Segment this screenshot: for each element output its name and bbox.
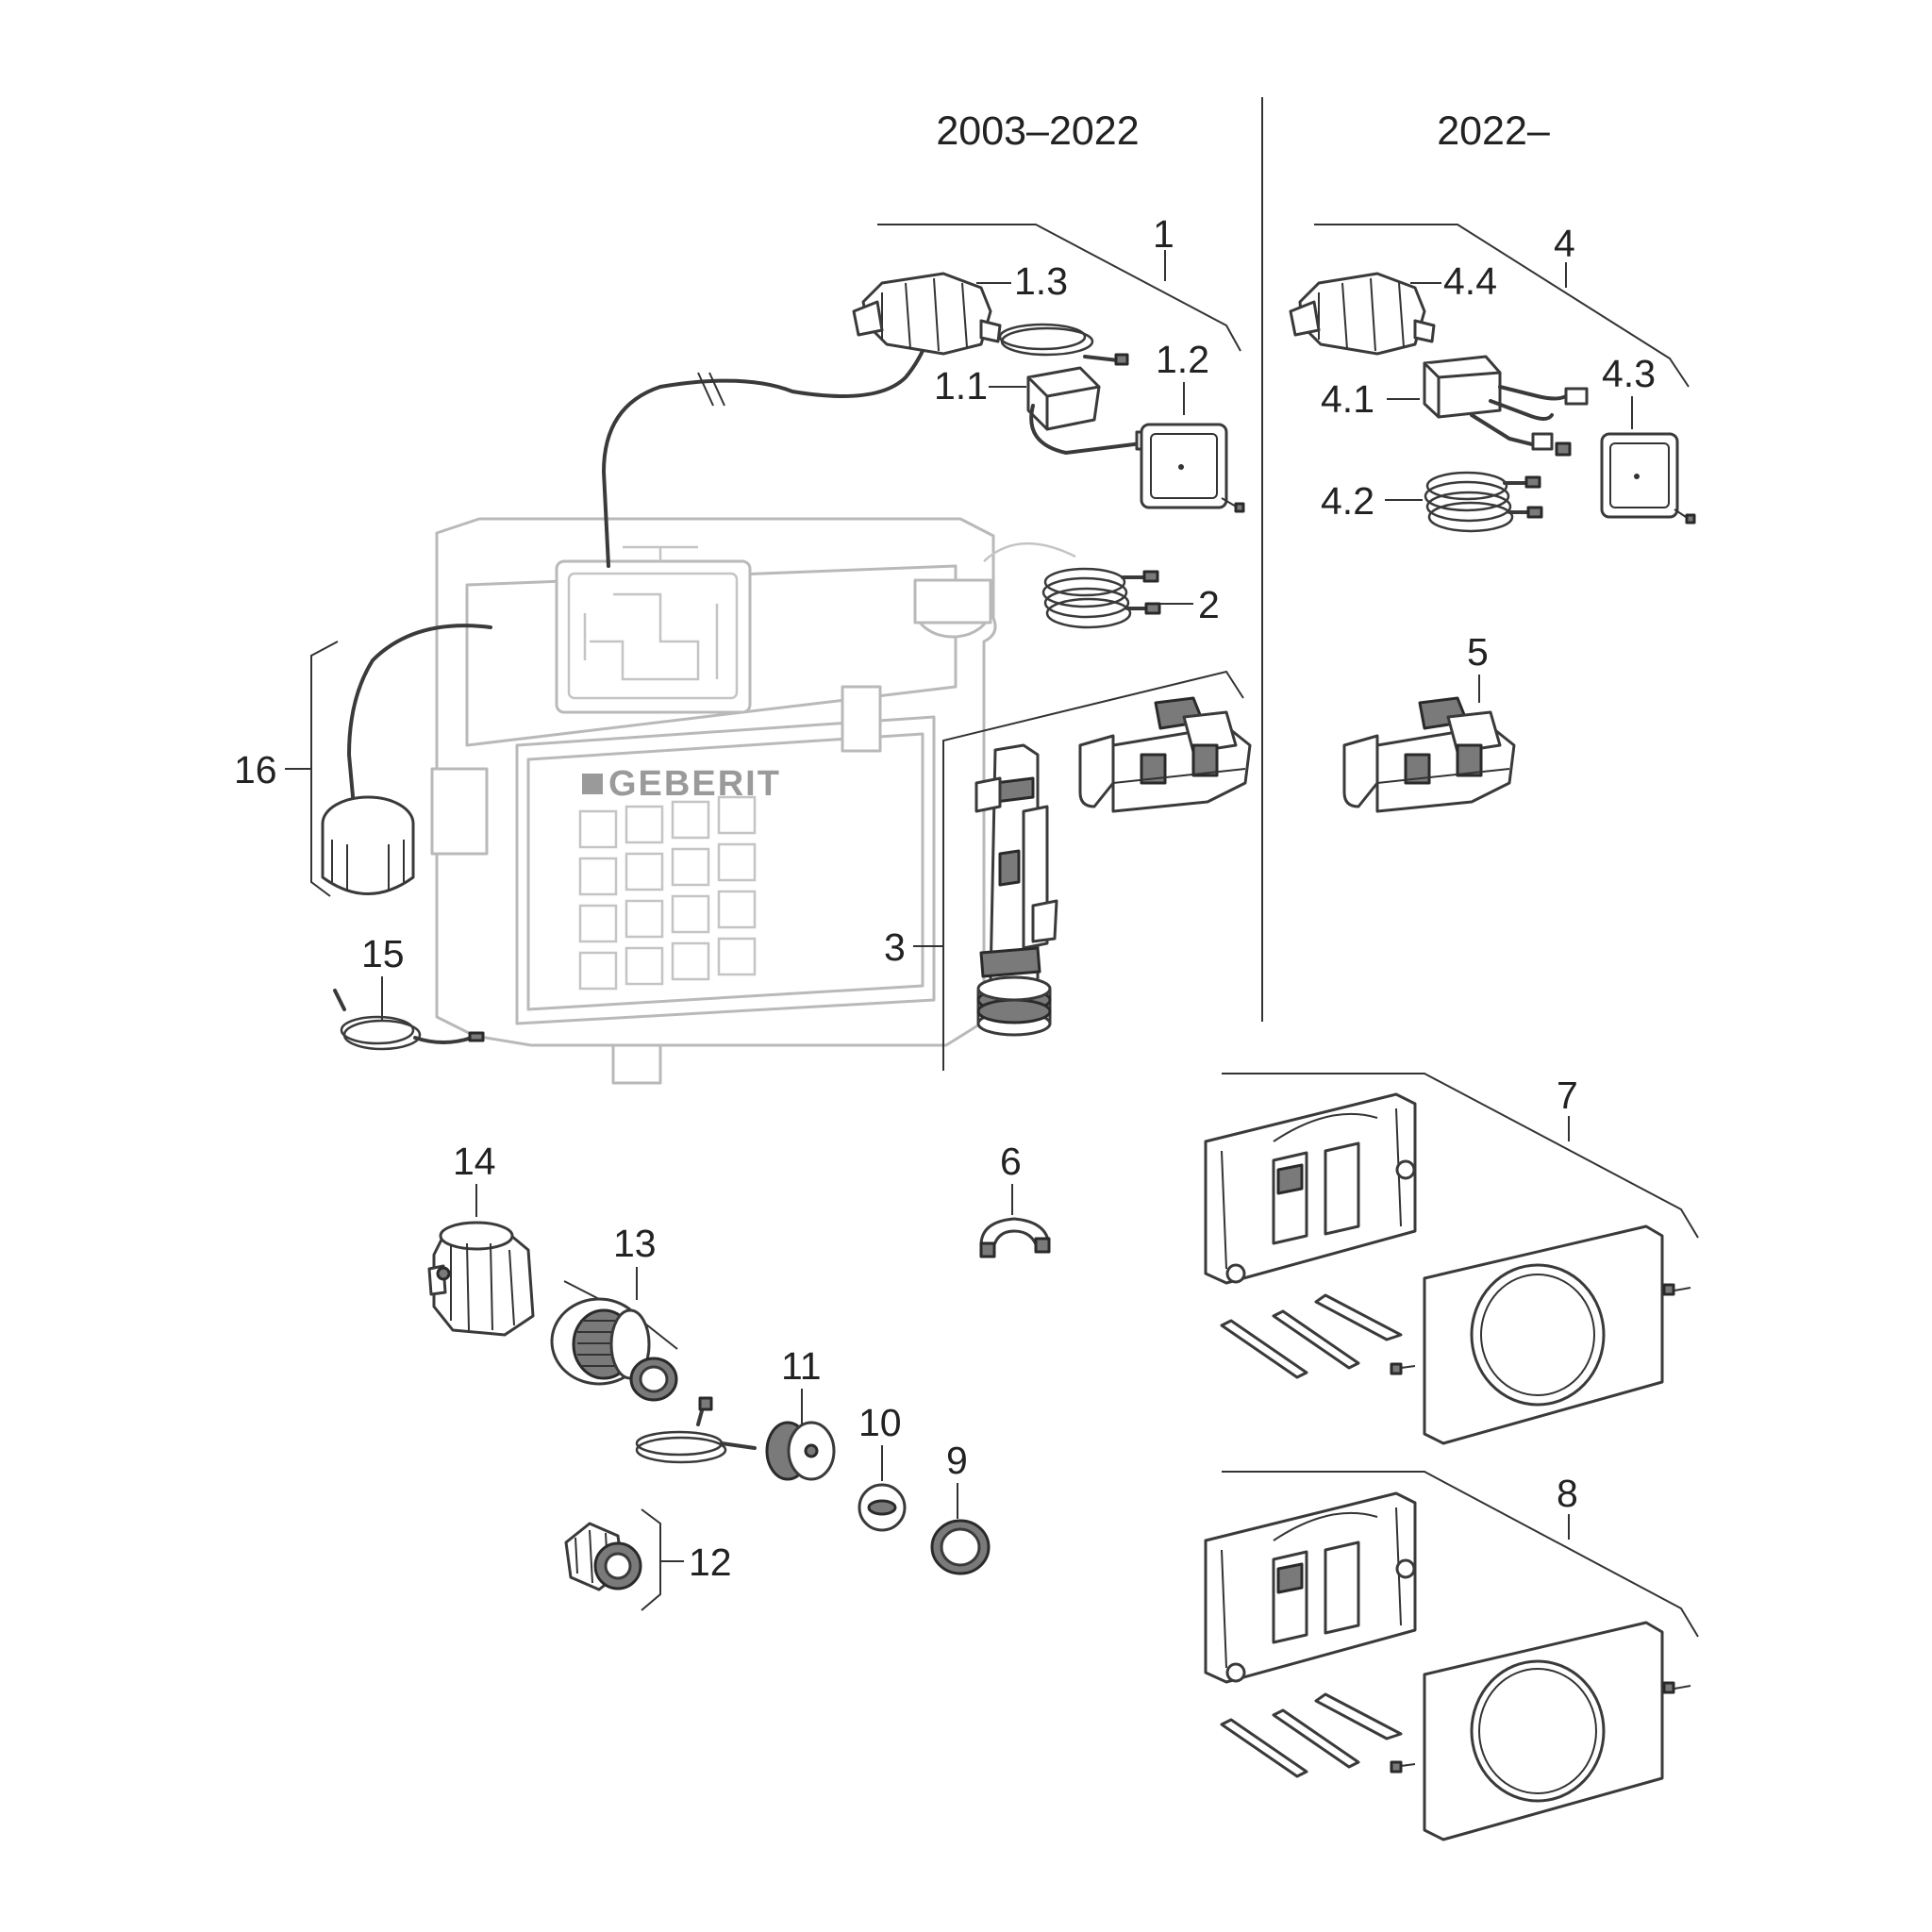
part-11-sensor (635, 1396, 836, 1481)
part-14-mounting-box (427, 1221, 535, 1337)
label-4: 4 (1554, 222, 1575, 265)
bracket-3 (942, 670, 1244, 1071)
part-1-2-cover-plate (1140, 423, 1245, 513)
geberit-logo: GEBERIT (582, 764, 781, 804)
part-1-1-power-supply (998, 323, 1174, 456)
bracket-7 (1222, 1073, 1699, 1239)
part-4-3-cover-plate (1600, 432, 1696, 525)
label-1-3: 1.3 (1014, 259, 1068, 303)
label-13: 13 (613, 1222, 657, 1265)
label-14: 14 (453, 1140, 496, 1183)
part-6-clip (979, 1217, 1051, 1258)
label-12: 12 (689, 1541, 732, 1584)
part-16-junction-box (321, 795, 415, 895)
part-7-cover-plate (1390, 1224, 1691, 1445)
part-10-sensor-window (858, 1483, 907, 1532)
cable-break-mark (697, 372, 725, 407)
bracket-8 (1222, 1471, 1699, 1638)
label-16: 16 (234, 748, 277, 791)
label-2: 2 (1198, 583, 1220, 626)
cistern-grid (578, 795, 757, 991)
cistern-frame: GEBERIT (430, 517, 997, 1085)
part-5-actuator-bracket (1342, 696, 1516, 813)
svg-text:GEBERIT: GEBERIT (608, 764, 781, 804)
cable-16 (346, 624, 492, 808)
part-13-sleeve (550, 1297, 651, 1386)
period-header-right: 2022– (1437, 108, 1550, 154)
part-13-ring (629, 1357, 678, 1402)
label-5: 5 (1467, 630, 1489, 674)
part-2-cable-coil (1041, 567, 1161, 629)
part-7-rods (1220, 1293, 1403, 1379)
label-7: 7 (1557, 1074, 1578, 1117)
part-8-mounting-frame (1204, 1491, 1417, 1684)
part-3-flush-valve (974, 743, 1058, 1037)
label-4-3: 4.3 (1602, 352, 1656, 395)
label-9: 9 (946, 1439, 968, 1482)
label-10: 10 (858, 1401, 902, 1444)
part-8-rods (1220, 1692, 1403, 1778)
part-9-ring (930, 1519, 991, 1575)
label-3: 3 (884, 925, 906, 969)
label-4-2: 4.2 (1321, 479, 1374, 523)
part-4-2-cable-coil (1424, 471, 1543, 533)
label-15: 15 (361, 932, 405, 975)
part-15-cable (333, 989, 485, 1051)
label-4-4: 4.4 (1443, 259, 1497, 303)
part-12-adapter (564, 1522, 642, 1591)
junction-box-gray (913, 578, 992, 639)
bracket-4 (1314, 224, 1690, 388)
bracket-1 (877, 224, 1241, 352)
bracket-12 (641, 1508, 661, 1611)
label-1: 1 (1153, 212, 1174, 256)
label-11: 11 (781, 1344, 822, 1388)
part-4-1-power-supply (1423, 355, 1589, 457)
part-7-mounting-frame (1204, 1092, 1417, 1285)
label-4-1: 4.1 (1321, 377, 1374, 421)
label-1-2: 1.2 (1156, 338, 1209, 381)
label-8: 8 (1557, 1472, 1578, 1515)
cable-to-part-1 (601, 309, 936, 568)
label-6: 6 (1000, 1140, 1022, 1183)
part-8-cover-plate (1390, 1621, 1691, 1841)
part-4-4-mounting-box (1289, 272, 1436, 356)
label-1-1: 1.1 (934, 364, 988, 408)
part-3-actuator-bracket (1078, 696, 1252, 813)
part-1-3-mounting-box (852, 272, 1002, 356)
period-header-left: 2003–2022 (936, 108, 1139, 154)
